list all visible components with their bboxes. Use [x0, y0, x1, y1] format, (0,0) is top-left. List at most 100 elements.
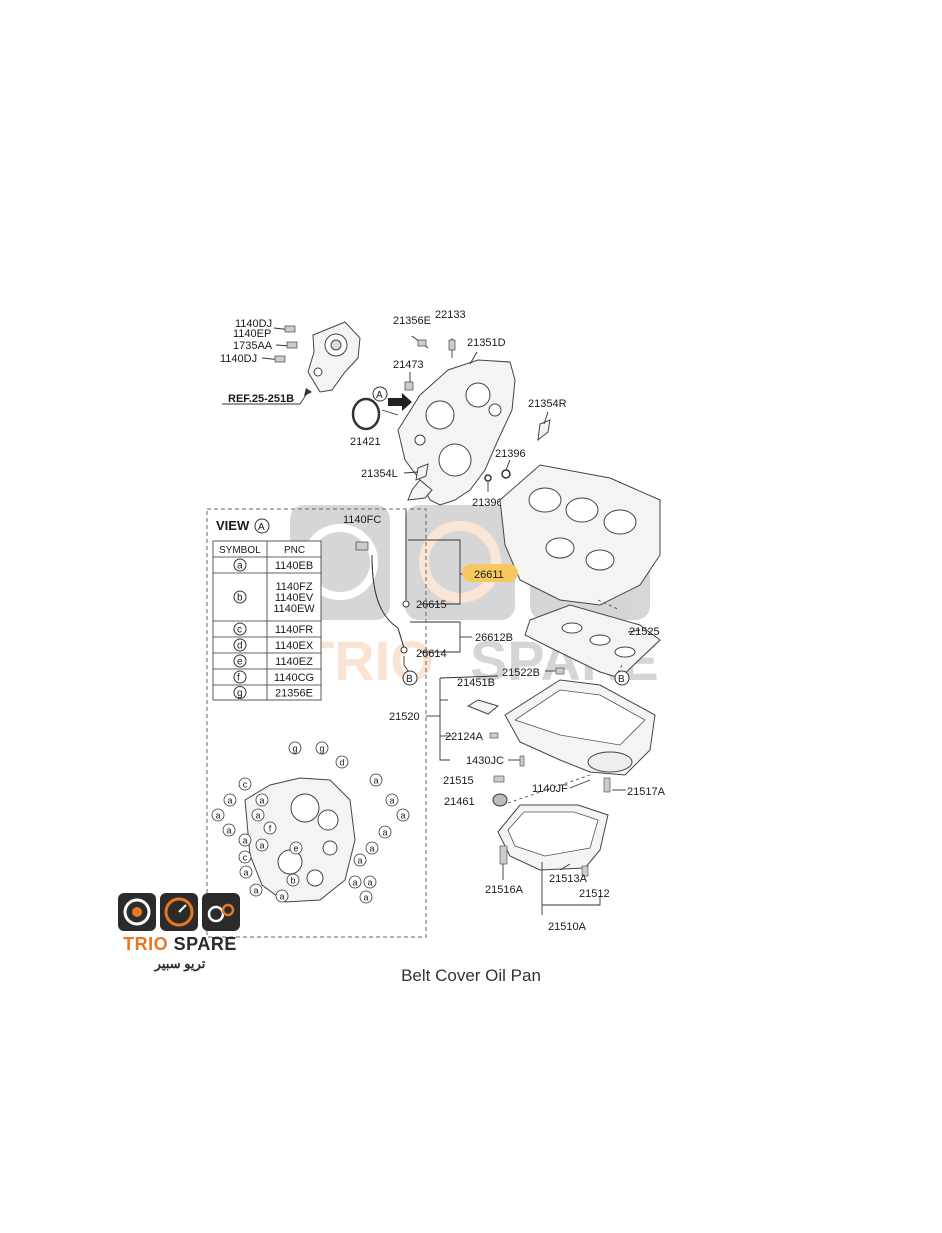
view-table-header-pnc: PNC [284, 545, 305, 556]
view-detail-callout [365, 841, 379, 855]
part-label-22124A: 22124A [445, 731, 484, 743]
part-label-21525: 21525 [629, 626, 660, 638]
view-row-symbol-circle [233, 590, 247, 604]
pump-bracket-assembly [222, 321, 361, 405]
dipstick-assembly [355, 510, 410, 673]
view-detail-callout [251, 808, 265, 822]
view-row-symbol-circle [233, 654, 247, 668]
view-detail-callout-letter: a [363, 893, 368, 903]
part-label-21510A: 21510A [548, 921, 587, 933]
view-a-detail-cover [244, 777, 356, 903]
part-label-21517A: 21517A [627, 786, 666, 798]
view-letter: A [258, 522, 265, 533]
view-detail-callout [249, 883, 263, 897]
part-label-21473: 21473 [393, 359, 424, 371]
view-row-symbol-circle [233, 622, 247, 636]
part-label-21354L: 21354L [361, 468, 398, 480]
highlight-26611 [462, 564, 518, 582]
view-detail-callout-letter: a [279, 892, 284, 902]
view-detail-callout-letter: a [215, 811, 220, 821]
view-detail-callout [385, 793, 399, 807]
view-detail-callout-letter: a [367, 878, 372, 888]
view-detail-callout [238, 850, 252, 864]
part-label-26611: 26611 [474, 569, 504, 581]
view-detail-callout-letter: a [357, 856, 362, 866]
part-label-21515: 21515 [443, 775, 474, 787]
view-detail-callout [359, 890, 373, 904]
view-row-symbol: g [237, 688, 243, 699]
view-detail-callout [378, 825, 392, 839]
view-detail-callout-letter: a [243, 868, 248, 878]
part-label-21396-a: 21396 [495, 448, 526, 460]
upper-oil-pan [504, 679, 656, 776]
view-detail-callout [286, 873, 300, 887]
view-row-symbol: a [237, 561, 243, 572]
page-caption: Belt Cover Oil Pan [401, 966, 541, 985]
view-detail-callout-letter: a [382, 828, 387, 838]
part-label-21513A: 21513A [549, 873, 588, 885]
part-label-21356E: 21356E [393, 315, 431, 327]
callout-b-right: B [618, 674, 625, 685]
view-row-symbol-circle [233, 638, 247, 652]
callout-b-left: B [406, 674, 413, 685]
view-detail-callout-letter: g [292, 744, 297, 754]
part-label-21512: 21512 [579, 888, 610, 900]
engine-block [499, 464, 661, 606]
view-detail-callout [223, 793, 237, 807]
part-label-21421: 21421 [350, 436, 381, 448]
seal-21421 [351, 397, 381, 431]
brand-name-trio: TRIO [123, 934, 169, 954]
view-row-pnc: 1140EZ [275, 656, 313, 668]
view-row-pnc: 21356E [275, 688, 313, 700]
view-row-symbol-circle [233, 670, 247, 684]
view-title: VIEW [216, 518, 250, 533]
view-row-pnc: 1140EX [275, 640, 314, 652]
view-detail-callout [396, 808, 410, 822]
part-label-1140JF: 1140JF [532, 783, 568, 795]
view-detail-callout-letter: a [226, 826, 231, 836]
view-detail-callout [211, 808, 225, 822]
view-detail-callout-letter: a [259, 841, 264, 851]
part-label-21354R: 21354R [528, 398, 567, 410]
view-detail-callout [239, 865, 253, 879]
view-detail-callout-letter: a [400, 811, 405, 821]
view-detail-callout-letter: d [339, 758, 344, 768]
part-label-1140DJ-a: 1140DJ [235, 318, 272, 330]
view-detail-callout-letter: a [253, 886, 258, 896]
view-detail-callout-letter: a [227, 796, 232, 806]
brand-name: TRIO SPARE [118, 934, 242, 955]
view-detail-callout-letter: e [293, 844, 298, 854]
view-detail-callout-letter: b [290, 876, 295, 886]
view-detail-callout [369, 773, 383, 787]
view-detail-callout [353, 853, 367, 867]
view-detail-callout-letter: a [373, 776, 378, 786]
view-detail-callout [238, 777, 252, 791]
view-detail-callout-letter: a [389, 796, 394, 806]
view-detail-callout [363, 875, 377, 889]
view-a-frame [206, 508, 427, 938]
view-row-pnc: 1140CG [274, 672, 314, 684]
view-row-pnc: 1140EV [275, 592, 314, 604]
view-row-symbol: b [237, 593, 243, 604]
brand-name-spare: SPARE [173, 934, 237, 954]
view-table [212, 540, 322, 701]
view-detail-callout-letter: a [259, 796, 264, 806]
part-label-26612B: 26612B [475, 632, 513, 644]
ref-label: REF.25-251B [228, 393, 294, 405]
view-row-symbol: c [237, 625, 242, 636]
brand-arabic: تريو سبير [154, 956, 206, 971]
timing-cover [397, 359, 516, 506]
view-row-symbol: f [237, 673, 240, 684]
callout-a-top: A [376, 390, 383, 401]
view-row-symbol-circle [233, 686, 247, 699]
view-detail-callout-letter: a [255, 811, 260, 821]
view-detail-callout-letter: g [319, 744, 324, 754]
part-label-21396-b: 21396 [472, 497, 503, 509]
view-detail-callout [289, 841, 303, 855]
part-label-21520: 21520 [389, 711, 420, 723]
view-detail-callout-letter: a [369, 844, 374, 854]
view-row-symbol: e [237, 657, 243, 668]
